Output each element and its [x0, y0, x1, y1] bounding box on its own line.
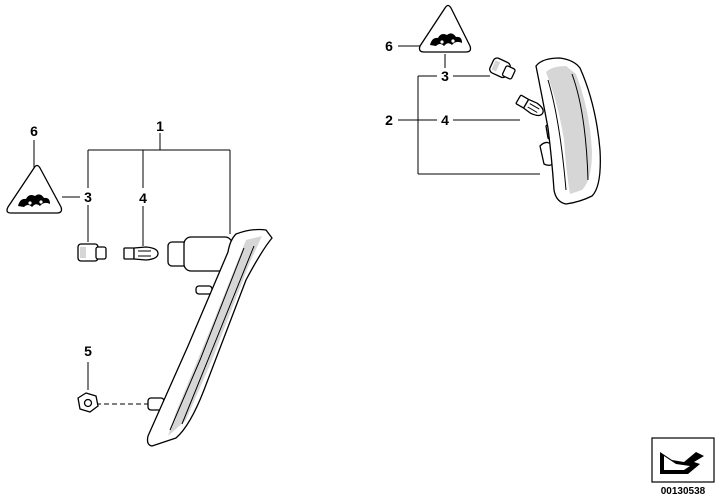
- callout-4-right: 4: [441, 112, 449, 128]
- callout-3-right: 3: [441, 68, 449, 84]
- callout-5: 5: [84, 343, 92, 359]
- diagram-number: 00130538: [661, 486, 706, 496]
- bulb-socket-left: [77, 243, 107, 262]
- callout-6-left: 6: [30, 123, 38, 139]
- callout-3-left: 3: [84, 189, 92, 205]
- callout-1: 1: [156, 118, 164, 134]
- direction-arrow-icon: [660, 452, 704, 474]
- side-marker-lamp-left: [146, 228, 273, 447]
- leader-lines-left: [33, 133, 231, 405]
- diagram-id-box: 00130538: [651, 437, 715, 496]
- warning-triangle-icon: [418, 4, 472, 53]
- nut-left: [77, 392, 99, 413]
- warning-triangle-icon: [6, 164, 63, 214]
- leader-lines-right: [398, 45, 540, 175]
- bulb-socket-right: [489, 57, 516, 80]
- callout-6-right: 6: [385, 38, 393, 54]
- callout-4-left: 4: [139, 190, 147, 206]
- bulb-left: [123, 246, 159, 261]
- callout-2: 2: [385, 112, 393, 128]
- side-marker-lamp-right: [535, 57, 601, 205]
- bulb-right: [515, 94, 544, 117]
